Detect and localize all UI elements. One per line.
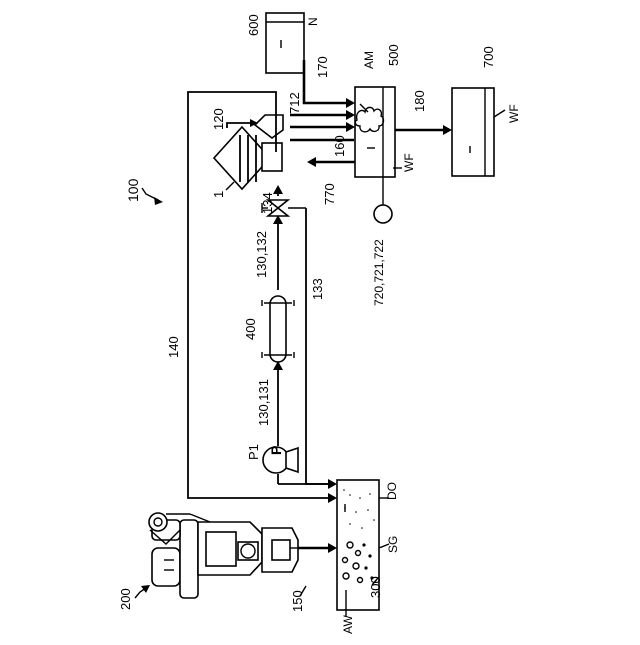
filter-400-label: 400 xyxy=(243,318,258,340)
sensor-label: 720,721,722 xyxy=(372,239,386,306)
line-160: 160 xyxy=(290,135,354,157)
line-712: 712 xyxy=(287,92,355,132)
line-770-label: 770 xyxy=(322,183,337,205)
tank-300-aw-label: AW xyxy=(341,614,355,634)
line-133-label: 133 xyxy=(310,278,325,300)
line-712-label: 712 xyxy=(287,92,302,114)
tank-700-label: 700 xyxy=(481,46,496,68)
tank-500-label: 500 xyxy=(386,44,401,66)
tank-500-wf-label: WF xyxy=(402,153,416,172)
tank-300-label: 300 xyxy=(368,576,383,598)
tank-500: AM 500 WF xyxy=(355,44,416,177)
unit-120-label: 120 xyxy=(211,108,226,130)
tank-600: N 600 xyxy=(246,13,320,73)
line-170: 170 xyxy=(304,56,355,108)
system-100: 100 xyxy=(125,178,163,205)
tank-600-content-label: N xyxy=(306,17,320,26)
line-150-label: 150 xyxy=(290,590,305,612)
line-133: 133 xyxy=(306,208,337,489)
line-180-label: 180 xyxy=(412,90,427,112)
machine-200-label: 200 xyxy=(118,588,133,610)
pump-p1: P P1 xyxy=(246,444,332,484)
tank-500-am-label: AM xyxy=(362,51,376,69)
tank-300: DO SG 300 AW xyxy=(337,480,400,634)
line-140-label: 140 xyxy=(166,336,181,358)
pump-p1-label: P1 xyxy=(246,444,261,460)
tank-600-label: 600 xyxy=(246,14,261,36)
valve-134-label: 134 xyxy=(260,192,275,214)
machine-200: 200 xyxy=(118,513,300,610)
line-130-131: 130,131 xyxy=(256,361,283,446)
pump-symbol: P xyxy=(268,446,284,455)
tank-700: 700 WF xyxy=(452,46,521,176)
line-160-label: 160 xyxy=(332,135,347,157)
line-130-131-label: 130,131 xyxy=(256,379,271,426)
filter-400: 400 xyxy=(243,296,294,362)
line-180: 180 xyxy=(395,90,452,135)
sensor-720: 720,721,722 xyxy=(372,177,392,306)
unit-1-label: 1 xyxy=(211,191,226,198)
tank-700-wf-label: WF xyxy=(507,104,521,123)
valve-134: 134 xyxy=(260,192,306,216)
line-770: 770 xyxy=(307,157,355,205)
line-130-132-label: 130,132 xyxy=(254,231,269,278)
unit-1: 120 1 xyxy=(211,108,283,198)
line-170-label: 170 xyxy=(315,56,330,78)
system-100-label: 100 xyxy=(125,178,141,202)
